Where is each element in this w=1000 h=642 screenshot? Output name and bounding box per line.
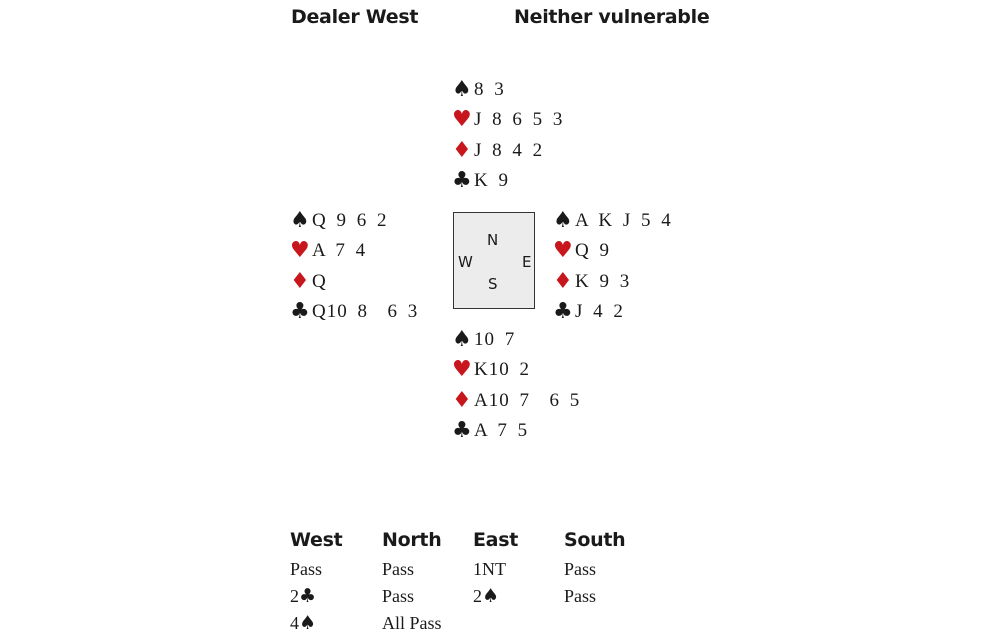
south-spades-cards: 10 7 <box>474 329 516 351</box>
east-spades-cards: A K J 5 4 <box>575 210 672 232</box>
auction-header: West <box>290 529 343 551</box>
auction-call: 2♠ <box>473 585 500 607</box>
east-hand: ♠A K J 5 4♥Q 9♦K 9 3♣J 4 2 <box>553 206 672 327</box>
compass-south: S <box>488 275 498 293</box>
heart-icon: ♥ <box>452 357 472 383</box>
east-hearts-row: ♥Q 9 <box>553 236 672 266</box>
north-spades-row: ♠8 3 <box>452 75 563 105</box>
north-diamonds-row: ♦J 8 4 2 <box>452 136 563 166</box>
diamond-icon: ♦ <box>452 387 472 413</box>
auction-header: South <box>564 529 626 551</box>
auction-call: 1NT <box>473 559 506 579</box>
auction-call: Pass <box>382 586 415 606</box>
west-spades-row: ♠Q 9 6 2 <box>290 206 418 236</box>
east-diamonds-cards: K 9 3 <box>575 270 631 292</box>
auction-call: 2♣ <box>290 585 317 607</box>
south-clubs-cards: A 7 5 <box>474 420 529 442</box>
south-spades-row: ♠10 7 <box>452 325 580 355</box>
club-icon: ♣ <box>299 585 317 607</box>
north-hand: ♠8 3♥J 8 6 5 3♦J 8 4 2♣K 9 <box>452 75 563 196</box>
auction-call: 4♠ <box>290 612 317 634</box>
spade-icon: ♠ <box>553 208 573 234</box>
spade-icon: ♠ <box>452 327 472 353</box>
heart-icon: ♥ <box>452 107 472 133</box>
diamond-icon: ♦ <box>290 268 310 294</box>
east-spades-row: ♠A K J 5 4 <box>553 206 672 236</box>
auction-header: East <box>473 529 518 551</box>
auction-column-east: East 1NT 2♠ <box>473 526 563 610</box>
compass-north: N <box>487 231 499 249</box>
diamond-icon: ♦ <box>553 268 573 294</box>
compass-west: W <box>458 253 473 271</box>
spade-icon: ♠ <box>452 77 472 103</box>
north-hearts-cards: J 8 6 5 3 <box>474 109 564 131</box>
dealer-label: Dealer West <box>291 6 419 28</box>
west-hearts-cards: A 7 4 <box>312 240 367 262</box>
north-spades-cards: 8 3 <box>474 79 505 101</box>
east-hearts-cards: Q 9 <box>575 240 610 262</box>
auction-call: Pass <box>564 586 597 606</box>
south-hearts-row: ♥K10 2 <box>452 355 580 385</box>
compass-east: E <box>522 253 532 271</box>
south-hearts-cards: K10 2 <box>474 359 530 381</box>
east-clubs-row: ♣J 4 2 <box>553 297 672 327</box>
west-clubs-cards: Q10 8 6 3 <box>312 301 419 323</box>
club-icon: ♣ <box>452 168 472 194</box>
spade-icon: ♠ <box>482 585 500 607</box>
auction-header: North <box>382 529 442 551</box>
west-spades-cards: Q 9 6 2 <box>312 210 388 232</box>
south-clubs-row: ♣A 7 5 <box>452 416 580 446</box>
auction-call: All Pass <box>382 613 442 633</box>
compass-box: N W E S <box>453 212 535 309</box>
west-diamonds-row: ♦Q <box>290 267 418 297</box>
spade-icon: ♠ <box>290 208 310 234</box>
auction-call: Pass <box>564 559 597 579</box>
north-hearts-row: ♥J 8 6 5 3 <box>452 105 563 135</box>
club-icon: ♣ <box>553 299 573 325</box>
west-diamonds-cards: Q <box>312 270 327 292</box>
north-clubs-row: ♣K 9 <box>452 166 563 196</box>
auction-call: Pass <box>382 559 415 579</box>
south-diamonds-row: ♦A10 7 6 5 <box>452 386 580 416</box>
vulnerability-label: Neither vulnerable <box>514 6 710 28</box>
diamond-icon: ♦ <box>452 137 472 163</box>
west-clubs-row: ♣Q10 8 6 3 <box>290 297 418 327</box>
east-clubs-cards: J 4 2 <box>575 301 624 323</box>
west-hearts-row: ♥A 7 4 <box>290 236 418 266</box>
north-clubs-cards: K 9 <box>474 170 509 192</box>
south-hand: ♠10 7♥K10 2♦A10 7 6 5♣A 7 5 <box>452 325 580 446</box>
heart-icon: ♥ <box>553 238 573 264</box>
club-icon: ♣ <box>452 418 472 444</box>
club-icon: ♣ <box>290 299 310 325</box>
north-diamonds-cards: J 8 4 2 <box>474 139 544 161</box>
heart-icon: ♥ <box>290 238 310 264</box>
east-diamonds-row: ♦K 9 3 <box>553 267 672 297</box>
west-hand: ♠Q 9 6 2♥A 7 4♦Q♣Q10 8 6 3 <box>290 206 418 327</box>
south-diamonds-cards: A10 7 6 5 <box>474 389 581 411</box>
auction-call: Pass <box>290 559 323 579</box>
spade-icon: ♠ <box>299 612 317 634</box>
